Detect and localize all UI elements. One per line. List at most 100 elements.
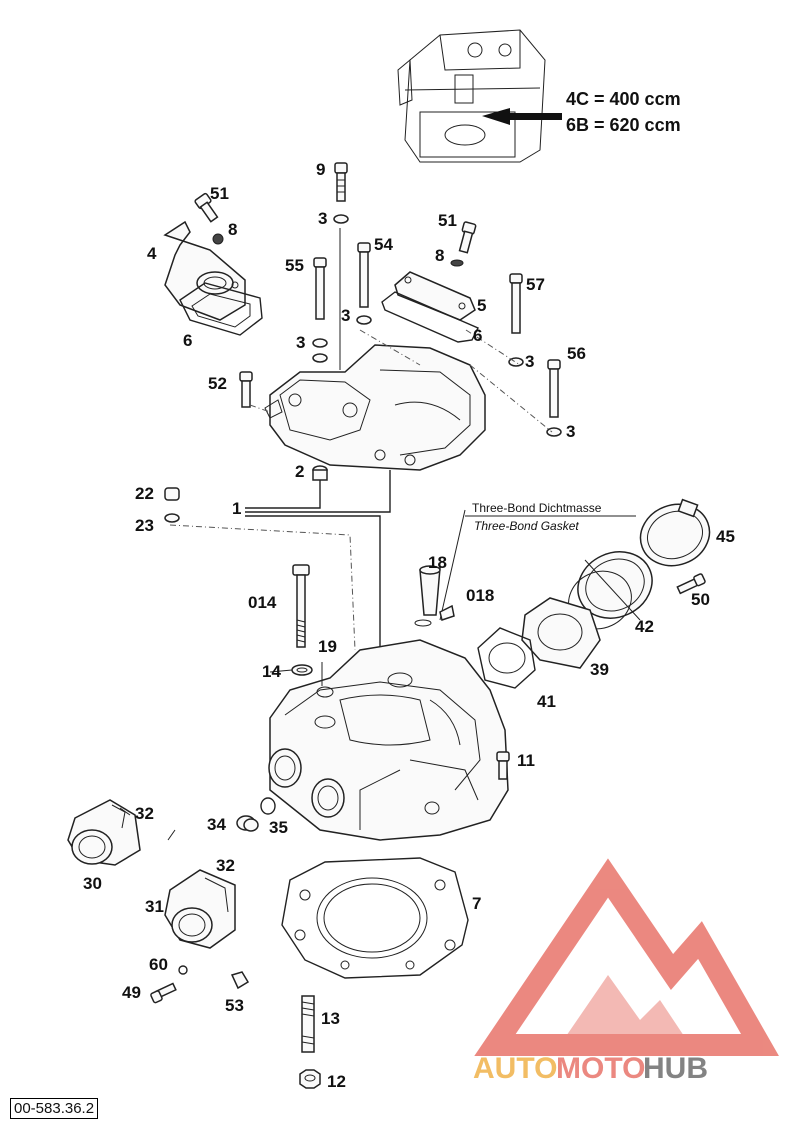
part-label: 55 <box>285 256 304 275</box>
part-label: 23 <box>135 516 154 535</box>
part-label: 54 <box>374 235 393 254</box>
bolt-49 <box>150 982 177 1004</box>
part-label: 7 <box>472 894 481 913</box>
part-label: 9 <box>316 160 325 179</box>
document-number: 00-583.36.2 <box>10 1098 99 1119</box>
part-label: 018 <box>466 586 494 605</box>
gasket-6-right <box>381 291 479 343</box>
part-label: 49 <box>122 983 141 1002</box>
part-label: 12 <box>327 1072 346 1091</box>
part-label: 4 <box>147 244 157 263</box>
part-label: 60 <box>149 955 168 974</box>
automotohub-logo: AUTO MOTO HUB <box>473 858 779 1085</box>
bolt-11 <box>496 751 510 780</box>
bolt-57 <box>509 273 523 334</box>
washer-3d <box>356 315 372 325</box>
part-labels: 9 51 8 3 4 54 51 8 55 5 3 57 6 6 3 3 56 … <box>83 160 735 1091</box>
bolt-52 <box>239 371 253 408</box>
exhaust-flange-30 <box>67 799 141 866</box>
leader-lines <box>119 662 323 841</box>
seal-ring-35 <box>260 797 276 815</box>
part-label: 18 <box>428 553 447 572</box>
stud-13 <box>301 995 315 1053</box>
intake-flange-39 <box>521 597 601 669</box>
part-label: 3 <box>318 209 327 228</box>
cylinder-head-main <box>268 639 509 841</box>
washer-8-left <box>212 233 224 245</box>
watermark-moto: MOTO <box>556 1052 645 1085</box>
part-label: 14 <box>262 662 281 681</box>
bolt-51-right <box>458 221 477 254</box>
valve-guide-18 <box>419 565 441 616</box>
part-label: 13 <box>321 1009 340 1028</box>
variant-label-6b: 6B = 620 ccm <box>566 115 681 135</box>
bolt-9 <box>334 162 348 202</box>
part-label: 45 <box>716 527 735 546</box>
washer-14-hole <box>296 667 308 673</box>
part-label: 53 <box>225 996 244 1015</box>
gasket-41 <box>477 627 536 689</box>
washer-23 <box>164 513 180 523</box>
part-label: 57 <box>526 275 545 294</box>
part-label: 6 <box>183 331 192 350</box>
part-label: 6 <box>473 326 482 345</box>
nut-12 <box>299 1069 321 1089</box>
part-label: 31 <box>145 897 164 916</box>
part-label: 3 <box>525 352 534 371</box>
part-label: 39 <box>590 660 609 679</box>
part-label: 19 <box>318 637 337 656</box>
watermark-hub: HUB <box>643 1052 708 1085</box>
part-label: 51 <box>438 211 457 230</box>
part-label: 56 <box>567 344 586 363</box>
intake-boot-42 <box>568 551 653 630</box>
bolt-50 <box>676 573 706 595</box>
cylinder-head-cover-1 <box>264 344 486 471</box>
clip-53 <box>230 971 250 990</box>
thermostat-cover-4 <box>163 220 246 321</box>
part-label: 42 <box>635 617 654 636</box>
part-label: 32 <box>135 804 154 823</box>
bolt-56 <box>547 359 561 418</box>
washer-3a <box>333 214 349 224</box>
part-label: 41 <box>537 692 556 711</box>
part-label: 014 <box>248 593 277 612</box>
part-label: 3 <box>566 422 575 441</box>
stud-bolt-014 <box>292 564 310 648</box>
part-label: 30 <box>83 874 102 893</box>
plug-34 <box>236 815 259 832</box>
watermark-auto: AUTO <box>473 1052 557 1085</box>
washer-3c <box>312 353 328 363</box>
washer-60 <box>178 965 188 975</box>
part-label: 50 <box>691 590 710 609</box>
exhaust-flange-31 <box>164 869 236 949</box>
part-label: 35 <box>269 818 288 837</box>
o-ring <box>414 619 432 627</box>
engine-overview-illustration <box>397 29 546 163</box>
part-label: 22 <box>135 484 154 503</box>
dowel-sleeve-2 <box>312 465 328 481</box>
part-label: 3 <box>296 333 305 352</box>
washer-14 <box>291 664 313 676</box>
part-label: 1 <box>232 499 241 518</box>
gasket-note-en: Three-Bond Gasket <box>474 519 579 533</box>
part-label: 3 <box>341 306 350 325</box>
part-label: 8 <box>435 246 444 265</box>
part-label: 32 <box>216 856 235 875</box>
bolt-54 <box>357 242 371 308</box>
variant-label-4c: 4C = 400 ccm <box>566 89 681 109</box>
part-label: 5 <box>477 296 486 315</box>
part-label: 8 <box>228 220 237 239</box>
part-label: 52 <box>208 374 227 393</box>
bolt-51-left <box>194 192 219 223</box>
head-gasket-7 <box>281 857 469 979</box>
part-label: 2 <box>295 462 304 481</box>
washer-3b <box>312 338 328 348</box>
bolt-55 <box>313 257 327 320</box>
plug-22 <box>164 487 180 501</box>
part-label: 11 <box>517 751 535 770</box>
assembly-lines <box>169 228 553 651</box>
washer-3f <box>546 427 562 437</box>
part-label: 34 <box>207 815 226 834</box>
